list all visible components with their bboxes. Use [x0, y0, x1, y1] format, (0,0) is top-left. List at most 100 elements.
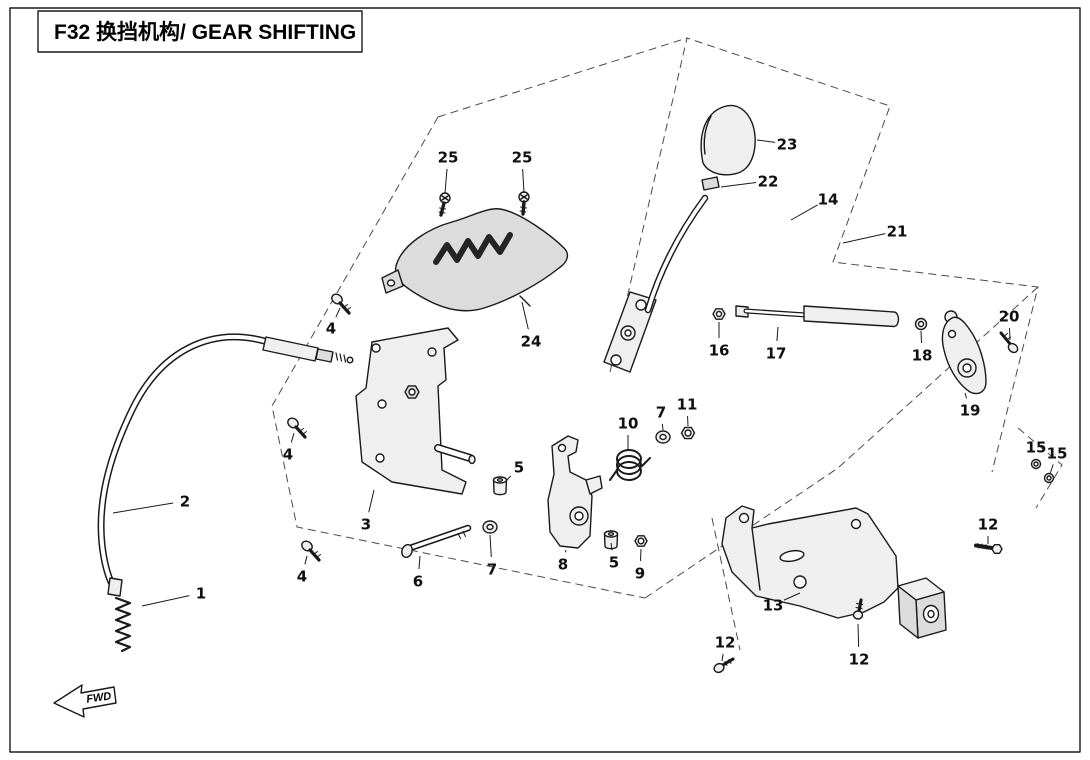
bushing-5b — [603, 530, 619, 550]
bolt-4b — [287, 417, 307, 439]
leader-line-4 — [335, 307, 341, 318]
leader-line-25 — [522, 168, 525, 194]
callout-22: 22 — [758, 173, 779, 191]
callout-21: 21 — [887, 223, 908, 241]
callout-12: 12 — [715, 634, 736, 652]
leader-line-15 — [1049, 464, 1054, 475]
leader-line-20 — [1009, 327, 1011, 341]
shift-rod-17 — [735, 305, 900, 328]
bolt-4a — [331, 293, 351, 315]
callout-7: 7 — [487, 561, 497, 579]
leader-line-14 — [790, 204, 818, 221]
washer-15b — [1043, 472, 1055, 484]
callout-6: 6 — [413, 573, 423, 591]
leader-line-1 — [141, 595, 190, 607]
nut-9 — [634, 535, 648, 547]
bolt-20 — [999, 331, 1019, 354]
leader-line-19 — [964, 392, 968, 399]
fwd-arrow: FWD — [53, 684, 117, 718]
bolt-12b — [713, 657, 735, 674]
title-block: F32 换挡机构/ GEAR SHIFTING — [37, 10, 363, 53]
gear-shift-lever — [603, 104, 756, 373]
bolt-12a — [974, 543, 1003, 554]
callout-4: 4 — [283, 446, 293, 464]
callout-15: 15 — [1047, 445, 1068, 463]
screw-25a — [438, 192, 451, 217]
callout-25: 25 — [512, 149, 533, 167]
group-outline-dashed — [271, 37, 1063, 651]
fwd-label: FWD — [86, 690, 113, 705]
washer-7b — [482, 520, 498, 534]
callout-11: 11 — [677, 396, 698, 414]
leader-line-12 — [857, 623, 860, 648]
washer-15a — [1030, 458, 1042, 470]
callout-24: 24 — [521, 333, 542, 351]
callout-5: 5 — [514, 459, 524, 477]
leader-line-21 — [842, 233, 886, 244]
bolt-4c — [301, 540, 321, 562]
callout-8: 8 — [558, 556, 568, 574]
nut-11 — [680, 426, 696, 440]
support-bracket-13 — [721, 505, 947, 639]
return-spring-10 — [609, 449, 651, 481]
leader-line-7 — [661, 423, 664, 431]
washer-7a — [655, 430, 671, 444]
callout-14: 14 — [818, 191, 839, 209]
bolt-12c — [852, 598, 864, 620]
leader-line-4 — [304, 555, 308, 565]
callout-16: 16 — [709, 342, 730, 360]
leader-line-24 — [521, 301, 529, 330]
callout-7: 7 — [656, 404, 666, 422]
leader-line-3 — [368, 489, 375, 513]
callout-10: 10 — [618, 415, 639, 433]
callout-9: 9 — [635, 565, 645, 583]
callout-5: 5 — [609, 554, 619, 572]
leader-line-6 — [418, 555, 421, 570]
callout-18: 18 — [912, 347, 933, 365]
shift-arm-19 — [941, 310, 987, 395]
callout-2: 2 — [180, 493, 190, 511]
leader-line-25 — [444, 168, 448, 194]
mounting-bracket-3 — [355, 327, 476, 495]
callout-19: 19 — [960, 402, 981, 420]
leader-line-22 — [720, 182, 757, 188]
leader-line-4 — [290, 432, 295, 443]
leader-line-5 — [505, 475, 512, 482]
callout-4: 4 — [297, 568, 307, 586]
leader-line-5 — [610, 542, 613, 551]
callout-20: 20 — [999, 308, 1020, 326]
callout-13: 13 — [763, 597, 784, 615]
screw-25b — [518, 191, 530, 216]
leader-line-18 — [920, 330, 922, 344]
leader-line-23 — [756, 139, 776, 143]
pivot-bolt-6 — [401, 524, 472, 559]
callout-12: 12 — [849, 651, 870, 669]
shaft-bracket-8 — [547, 435, 603, 549]
title-box — [37, 10, 363, 53]
shift-cable — [97, 333, 354, 597]
washer-18 — [914, 317, 928, 331]
knob-connector-22 — [701, 176, 720, 191]
leader-line-9 — [640, 548, 642, 562]
leader-line-13 — [783, 592, 801, 601]
page-title: F32 换挡机构/ GEAR SHIFTING — [54, 20, 356, 44]
shift-knob-23 — [700, 104, 756, 176]
leader-line-12 — [721, 653, 724, 662]
page-border — [9, 7, 1081, 753]
callout-12: 12 — [978, 516, 999, 534]
cable-end-spring — [114, 596, 132, 653]
callout-1: 1 — [196, 585, 206, 603]
leader-line-2 — [112, 502, 174, 514]
callout-4: 4 — [326, 320, 336, 338]
shift-gate-plate — [381, 208, 569, 312]
callout-15: 15 — [1026, 439, 1047, 457]
nut-16 — [712, 308, 726, 320]
callout-23: 23 — [777, 136, 798, 154]
callout-3: 3 — [361, 516, 371, 534]
bushing-5a — [492, 476, 508, 496]
leader-line-7 — [489, 534, 492, 558]
callout-25: 25 — [438, 149, 459, 167]
